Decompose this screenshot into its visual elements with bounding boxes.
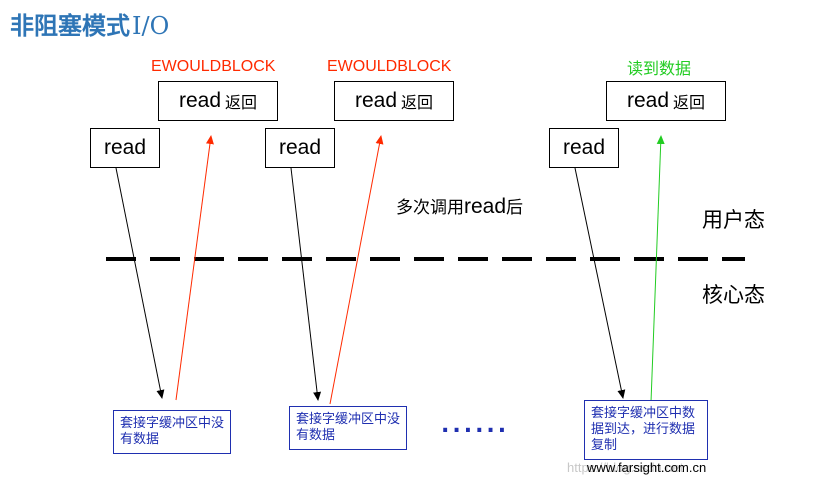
repeat-call-note: 多次调用read后 bbox=[396, 193, 523, 219]
return-arrow-3 bbox=[650, 135, 665, 403]
kernel-state-label: 核心态 bbox=[702, 283, 765, 307]
repeat-note-prefix: 多次调用 bbox=[396, 198, 464, 218]
read-call-box-2: read bbox=[265, 128, 335, 168]
repeat-note-keyword: read bbox=[464, 195, 507, 218]
return-suffix-2: 返回 bbox=[401, 93, 434, 112]
read-call-label-1: read bbox=[103, 136, 147, 159]
result-label-2: EWOULDBLOCK bbox=[327, 58, 452, 75]
repeat-note-suffix: 后 bbox=[506, 198, 524, 218]
read-call-box-1: read bbox=[90, 128, 160, 168]
diagram-title: 非阻塞模式I/O bbox=[10, 6, 169, 41]
ellipsis: ...... bbox=[441, 413, 510, 438]
read-call-label-2: read bbox=[278, 136, 322, 159]
return-arrow-1 bbox=[175, 135, 214, 401]
syscall-arrow-1 bbox=[115, 167, 165, 399]
kernel-buffer-box-3: 套接字缓冲区中数据到达，进行数据复制 bbox=[584, 400, 708, 460]
user-state-label: 用户态 bbox=[702, 208, 765, 232]
return-arrow-2 bbox=[329, 135, 384, 405]
kernel-buffer-box-1: 套接字缓冲区中没有数据 bbox=[113, 410, 231, 454]
read-return-label-1: read bbox=[178, 89, 221, 112]
title-io: I/O bbox=[132, 12, 170, 40]
result-label-1: EWOULDBLOCK bbox=[151, 58, 276, 75]
syscall-arrow-3 bbox=[574, 167, 626, 399]
footer-url: www.farsight.com.cn bbox=[587, 460, 707, 475]
kernel-buffer-text-1: 套接字缓冲区中没有数据 bbox=[120, 416, 225, 447]
kernel-buffer-box-2: 套接字缓冲区中没有数据 bbox=[289, 406, 407, 450]
return-suffix-1: 返回 bbox=[225, 93, 258, 112]
kernel-buffer-text-2: 套接字缓冲区中没有数据 bbox=[296, 412, 401, 443]
read-return-label-2: read bbox=[354, 89, 397, 112]
watermark: https://blog.csdn.net bbox=[567, 460, 684, 475]
title-main: 非阻塞模式 bbox=[10, 12, 130, 40]
read-return-label-3: read bbox=[626, 89, 669, 112]
read-call-label-3: read bbox=[562, 136, 606, 159]
syscall-arrow-2 bbox=[290, 167, 322, 401]
kernel-buffer-text-3: 套接字缓冲区中数据到达，进行数据复制 bbox=[591, 406, 696, 453]
result-label-3: 读到数据 bbox=[627, 59, 692, 78]
read-call-box-3: read bbox=[549, 128, 619, 168]
return-suffix-3: 返回 bbox=[673, 93, 706, 112]
